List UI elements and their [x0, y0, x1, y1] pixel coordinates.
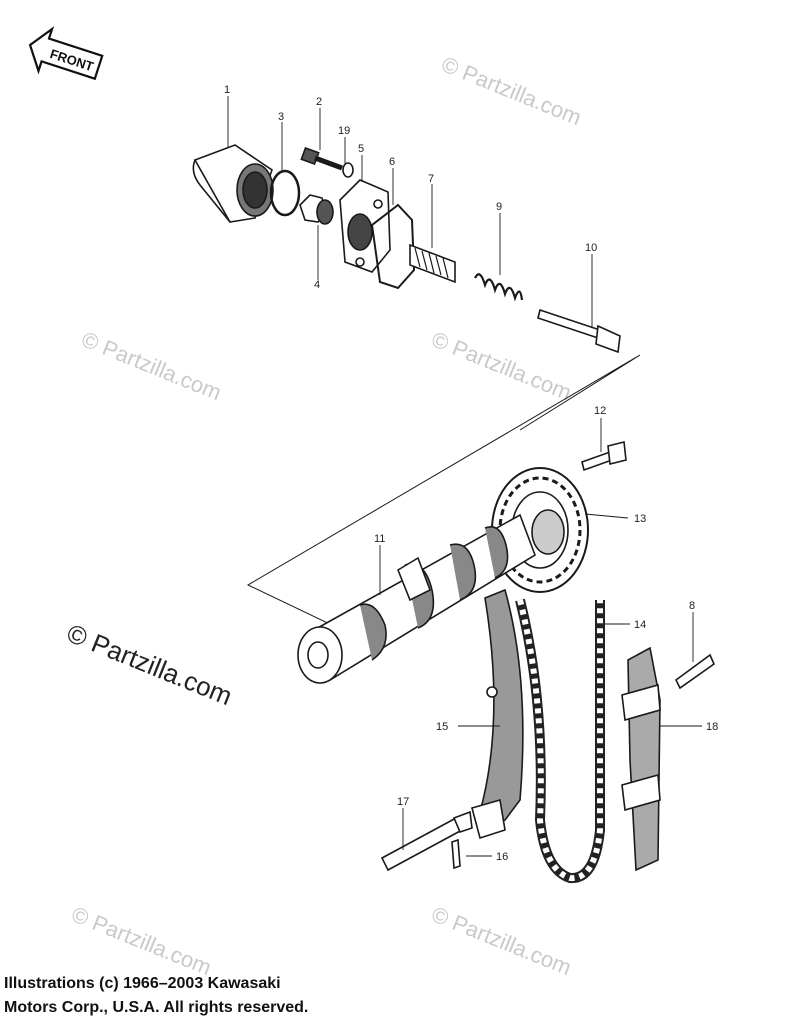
part-12-bolt — [581, 441, 627, 472]
part-11-camshaft — [297, 513, 536, 684]
part-19-washer — [342, 162, 354, 178]
leader-lines — [227, 96, 702, 857]
callout-2: 2 — [316, 96, 322, 108]
part-17-pin — [380, 810, 473, 872]
callout-19: 19 — [338, 125, 350, 137]
callout-14: 14 — [634, 619, 646, 631]
watermark: © Partzilla.com — [68, 901, 215, 980]
watermark: © Partzilla.com — [428, 901, 575, 980]
tensioner-assembly — [192, 144, 621, 354]
camshaft-assembly — [297, 441, 715, 884]
callout-5: 5 — [358, 143, 364, 155]
callout-15: 15 — [436, 721, 448, 733]
callout-3: 3 — [278, 111, 284, 123]
part-3-oring — [269, 169, 301, 217]
part-1-cap — [192, 144, 274, 223]
watermark: © Partzilla.com — [428, 326, 575, 405]
part-4-nut — [299, 194, 334, 225]
part-2-bolt — [300, 146, 343, 171]
copyright-line-1: Illustrations (c) 1966–2003 Kawasaki — [4, 975, 281, 992]
part-10-bolt — [537, 308, 621, 354]
callout-11: 11 — [374, 533, 385, 545]
part-7-pushrod — [409, 243, 456, 284]
part-6-gasket — [370, 203, 416, 290]
callouts: 1 2 3 4 5 6 7 8 9 10 11 12 13 14 15 16 1… — [224, 84, 718, 863]
callout-16: 16 — [496, 851, 508, 863]
part-5-housing — [339, 179, 391, 273]
callout-17: 17 — [397, 796, 409, 808]
callout-9: 9 — [496, 201, 502, 213]
copyright-line-2: Motors Corp., U.S.A. All rights reserved… — [4, 999, 309, 1016]
callout-8: 8 — [689, 600, 695, 612]
callout-12: 12 — [594, 405, 606, 417]
part-8-pin — [674, 653, 715, 690]
watermark: © Partzilla.com — [438, 51, 585, 130]
watermark-dark: © Partzilla.com — [63, 618, 237, 711]
front-arrow: FRONT — [28, 26, 104, 81]
part-18-guide-plate — [621, 646, 661, 872]
part-16-dowel — [451, 838, 461, 870]
callout-10: 10 — [585, 242, 597, 254]
callout-18: 18 — [706, 721, 718, 733]
part-9-spring — [474, 273, 524, 302]
part-14-chain — [515, 598, 605, 884]
callout-7: 7 — [428, 173, 434, 185]
copyright-notice: Illustrations (c) 1966–2003 Kawasaki Mot… — [4, 972, 308, 1020]
callout-4: 4 — [314, 279, 320, 291]
callout-1: 1 — [224, 84, 230, 96]
callout-13: 13 — [634, 513, 646, 525]
watermark: © Partzilla.com — [78, 326, 225, 405]
callout-6: 6 — [389, 156, 395, 168]
part-15-chain-guide — [471, 588, 524, 840]
